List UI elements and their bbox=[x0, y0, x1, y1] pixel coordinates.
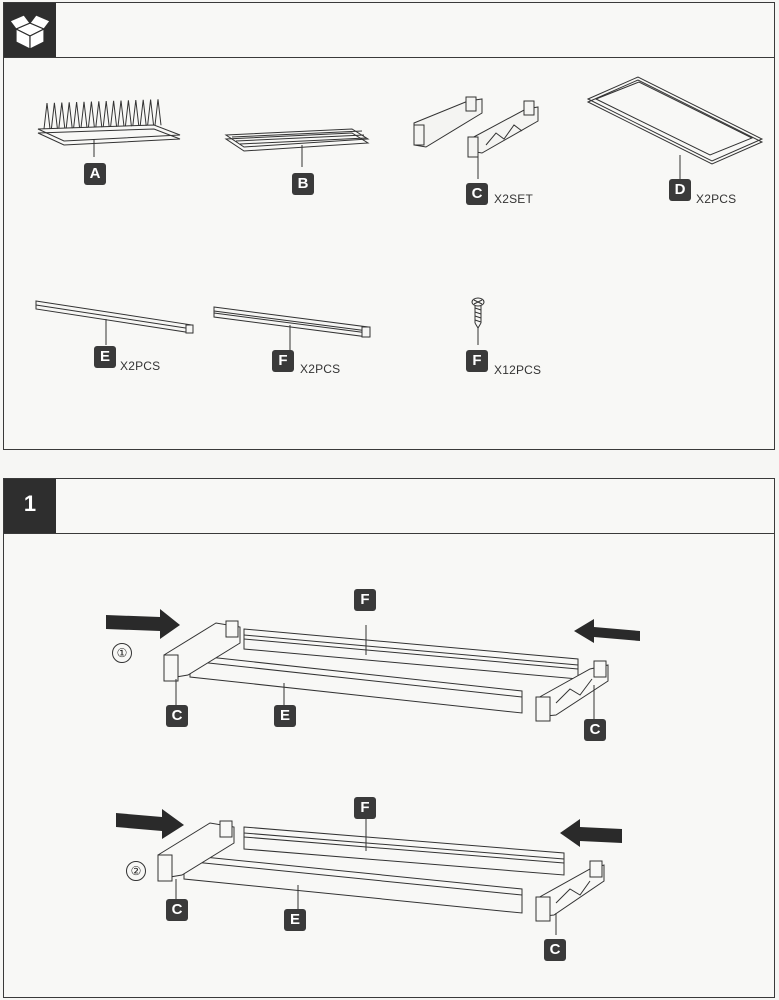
open-box-icon bbox=[9, 14, 51, 50]
part-d-badge: D bbox=[669, 179, 691, 201]
step-header: 1 bbox=[4, 479, 774, 534]
part-b-cup-rack-drawing bbox=[224, 128, 370, 167]
part-c-badge: C bbox=[466, 183, 488, 205]
part-f-screw-drawing bbox=[471, 297, 485, 345]
sub-step-1-number: ① bbox=[112, 643, 132, 663]
part-a-badge: A bbox=[84, 163, 106, 185]
step1-sub2-label-c-right: C bbox=[544, 939, 566, 961]
part-d-qty: X2PCS bbox=[696, 192, 737, 206]
part-b-badge: B bbox=[292, 173, 314, 195]
part-e-qty: X2PCS bbox=[120, 359, 161, 373]
part-f-screw-qty: X12PCS bbox=[494, 363, 542, 377]
part-c-qty: X2SET bbox=[494, 192, 534, 206]
part-e-bar-drawing bbox=[35, 300, 194, 345]
step-1-sub-1-assembly-drawing bbox=[106, 609, 640, 722]
push-arrow-right-icon bbox=[560, 819, 622, 847]
step1-sub1-label-e: E bbox=[274, 705, 296, 727]
step1-sub2-label-f: F bbox=[354, 797, 376, 819]
push-arrow-left-icon bbox=[106, 609, 180, 639]
parts-header bbox=[4, 3, 774, 58]
part-d-frame-drawing bbox=[586, 76, 764, 179]
step-number: 1 bbox=[23, 491, 37, 516]
part-f-rail-badge: F bbox=[272, 350, 294, 372]
step-number-tile: 1 bbox=[4, 479, 56, 533]
part-c-bracket-set-drawing bbox=[413, 96, 539, 179]
sub-step-2-number: ② bbox=[126, 861, 146, 881]
step1-sub1-label-f: F bbox=[354, 589, 376, 611]
part-f-rail-drawing bbox=[213, 306, 371, 351]
part-f-rail-qty: X2PCS bbox=[300, 362, 341, 376]
part-e-badge: E bbox=[94, 346, 116, 368]
push-arrow-left-icon bbox=[116, 809, 184, 839]
push-arrow-right-icon bbox=[574, 619, 640, 643]
step-1-panel: 1 ① F C E C bbox=[3, 478, 775, 998]
step1-sub2-label-c-left: C bbox=[166, 899, 188, 921]
part-a-plate-rack-drawing bbox=[37, 99, 181, 157]
box-icon-tile bbox=[4, 3, 56, 57]
step-1-sub-2-assembly-drawing bbox=[116, 809, 622, 935]
parts-list-panel: A B C X2SET D X2PCS E X2PCS F X2PCS F X1… bbox=[3, 2, 775, 450]
step1-sub2-label-e: E bbox=[284, 909, 306, 931]
step1-sub1-label-c-left: C bbox=[166, 705, 188, 727]
step1-sub1-label-c-right: C bbox=[584, 719, 606, 741]
part-f-screw-badge: F bbox=[466, 350, 488, 372]
